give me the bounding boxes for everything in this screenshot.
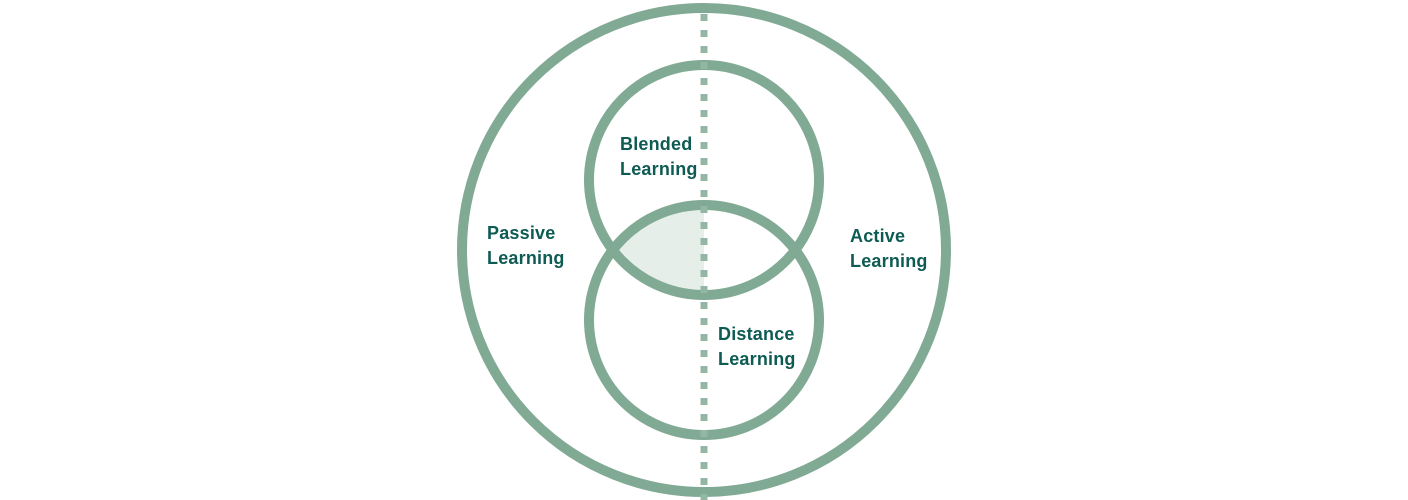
overlap-shaded-region [612, 205, 704, 295]
label-distance-learning: Distance Learning [718, 324, 796, 369]
outer-circle [457, 3, 951, 497]
label-blended-learning: Blended Learning [620, 134, 698, 179]
label-active-learning: Active Learning [850, 226, 928, 271]
label-passive-learning: Passive Learning [487, 223, 565, 268]
